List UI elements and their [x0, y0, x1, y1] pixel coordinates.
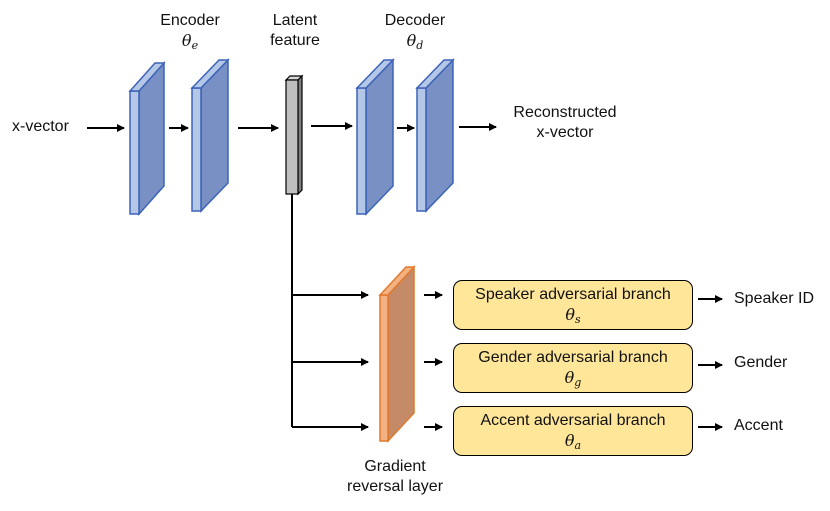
latent-feature-bar	[284, 74, 304, 196]
decoder-title: Decoder	[384, 12, 446, 29]
input-label: x-vector	[12, 118, 69, 135]
grl-line2: reversal layer	[346, 478, 444, 495]
decoder-layer-2	[415, 58, 455, 213]
gradient-reversal-layer	[378, 265, 416, 443]
latent-title-line2: feature	[270, 32, 320, 49]
latent-title-line1: Latent	[272, 12, 318, 29]
speaker-branch-title: Speaker adversarial branch	[475, 286, 671, 303]
decoder-label: Decoder θd	[370, 11, 460, 56]
accent-branch-title: Accent adversarial branch	[480, 412, 666, 429]
speaker-adversarial-branch: Speaker adversarial branch θs	[453, 280, 693, 330]
output-label: Reconstructed x-vector	[500, 103, 630, 143]
output-line2: x-vector	[536, 124, 594, 141]
output-line1: Reconstructed	[513, 104, 617, 121]
gender-branch-param: θg	[564, 368, 582, 389]
encoder-layer-1	[128, 61, 166, 216]
decoder-layer-1	[355, 58, 395, 216]
decoder-param: θd	[406, 31, 424, 52]
encoder-title: Encoder	[160, 12, 220, 29]
gender-adversarial-branch: Gender adversarial branch θg	[453, 343, 693, 393]
speaker-branch-param: θs	[565, 305, 581, 326]
gender-output: Gender	[734, 354, 788, 371]
encoder-label: Encoder θe	[145, 11, 235, 56]
grl-label: Gradient reversal layer	[330, 457, 460, 497]
latent-label: Latent feature	[250, 11, 340, 51]
accent-output: Accent	[734, 417, 783, 434]
gender-branch-title: Gender adversarial branch	[478, 349, 668, 366]
speaker-id-output: Speaker ID	[734, 290, 815, 307]
accent-branch-param: θa	[564, 431, 582, 452]
encoder-layer-2	[190, 58, 230, 213]
grl-line1: Gradient	[364, 458, 426, 475]
encoder-param: θe	[181, 31, 199, 52]
accent-adversarial-branch: Accent adversarial branch θa	[453, 406, 693, 456]
